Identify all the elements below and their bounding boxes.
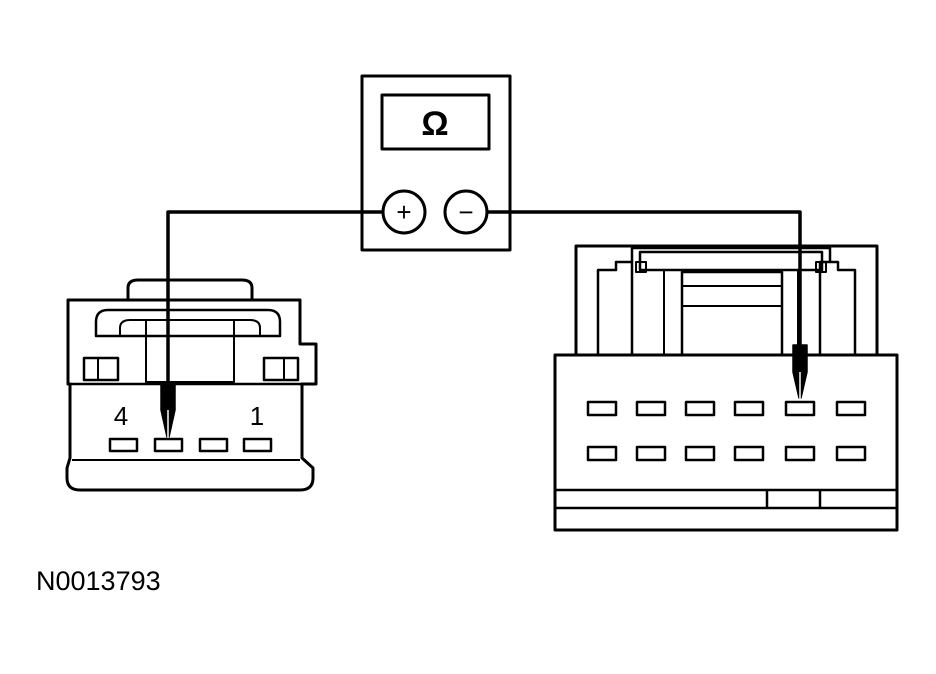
right-connector-body	[553, 353, 899, 532]
ohm-symbol: Ω	[421, 105, 448, 143]
right-connector	[553, 244, 899, 532]
figure-id: N0013793	[36, 566, 161, 596]
right-side-window	[262, 356, 300, 382]
test-leads	[160, 210, 808, 438]
right-connector-pins-bottom-row	[586, 445, 867, 462]
negative-terminal-label: −	[458, 197, 473, 227]
right-connector-pins-top-row	[586, 400, 867, 417]
left-side-window	[82, 356, 120, 382]
negative-probe	[792, 344, 808, 399]
negative-lead	[487, 210, 802, 345]
left-connector-lock-tab	[145, 319, 235, 383]
pin-2	[198, 437, 229, 453]
pin-3	[153, 437, 184, 453]
positive-probe	[160, 381, 176, 438]
probed-pin	[784, 400, 816, 417]
meter-display	[380, 93, 491, 151]
multimeter: Ω + −	[360, 74, 512, 252]
left-connector-body	[65, 298, 318, 492]
positive-lead	[166, 210, 383, 382]
pin-label-1: 1	[250, 401, 264, 431]
left-connector-latch	[126, 278, 254, 300]
pin-1	[242, 437, 273, 453]
positive-terminal-label: +	[396, 197, 411, 227]
left-connector: 4 1	[65, 278, 318, 492]
left-connector-recess	[94, 308, 282, 338]
pin-label-4: 4	[114, 401, 128, 431]
pin-4	[108, 437, 139, 453]
